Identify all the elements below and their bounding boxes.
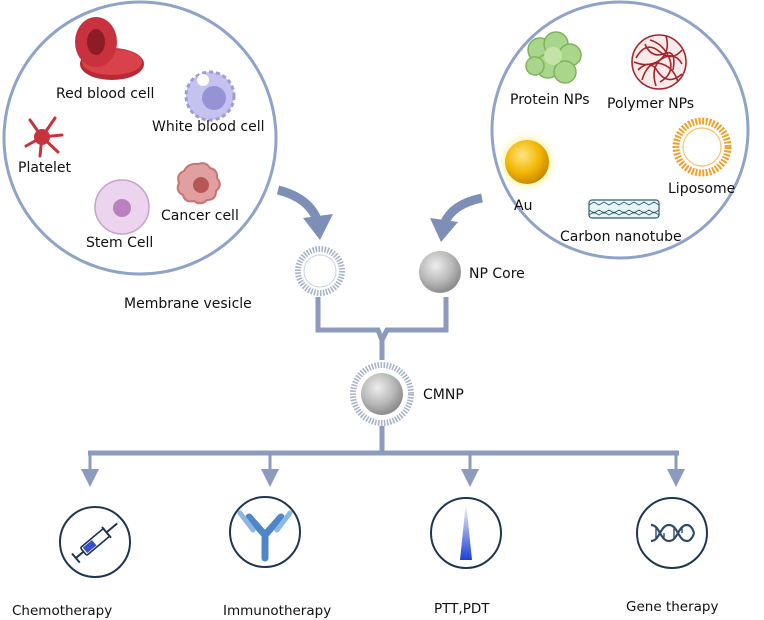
carbon-nanotube-label: Carbon nanotube (560, 229, 682, 245)
platelet-icon (24, 116, 64, 158)
protein-np-icon (525, 31, 582, 84)
polymer-np-icon (631, 34, 687, 90)
antibody-icon (237, 510, 293, 562)
stem-cell-icon (94, 179, 150, 235)
platelet-label: Platelet (18, 160, 72, 176)
cancer-cell-label: Cancer cell (161, 208, 239, 224)
polymer-np-label: Polymer NPs (607, 96, 694, 112)
chemotherapy-label: Chemotherapy (12, 603, 112, 619)
membrane-vesicle-icon (295, 246, 345, 296)
np-core-label: NP Core (469, 266, 525, 282)
cell-to-vesicle-arrow (276, 185, 333, 240)
white-blood-cell-icon (184, 70, 236, 122)
application-immunotherapy (229, 496, 301, 568)
light-beam-icon (460, 502, 472, 560)
liposome-label: Liposome (668, 181, 735, 197)
gold-np-label: Au (514, 198, 532, 214)
stem-cell-label: Stem Cell (86, 235, 153, 251)
np-to-core-arrow (430, 193, 483, 242)
red-blood-cell-icon (75, 17, 144, 80)
immunotherapy-label: Immunotherapy (223, 603, 331, 619)
membrane-vesicle-label: Membrane vesicle (124, 296, 252, 312)
cell-source-circle (2, 0, 278, 276)
gene-therapy-label: Gene therapy (626, 599, 718, 615)
red-blood-cell-label: Red blood cell (56, 86, 154, 102)
liposome-icon (672, 117, 732, 177)
merge-bracket (315, 297, 449, 360)
cmnp-label: CMNP (423, 387, 464, 403)
application-gene-therapy (636, 497, 708, 569)
gold-np-icon (497, 132, 557, 192)
application-ptt-pdt (430, 497, 502, 569)
application-tree (88, 426, 679, 456)
ptt-pdt-label: PTT,PDT (434, 601, 490, 617)
cancer-cell-icon (176, 162, 221, 205)
application-chemotherapy (59, 506, 131, 578)
application-branches (81, 453, 685, 487)
protein-np-label: Protein NPs (510, 92, 590, 108)
np-core-icon (419, 251, 461, 293)
dna-icon (650, 523, 696, 543)
white-blood-cell-label: White blood cell (152, 119, 265, 135)
syringe-icon (71, 522, 118, 564)
cmnp-icon (350, 362, 414, 426)
carbon-nanotube-icon (588, 199, 660, 219)
